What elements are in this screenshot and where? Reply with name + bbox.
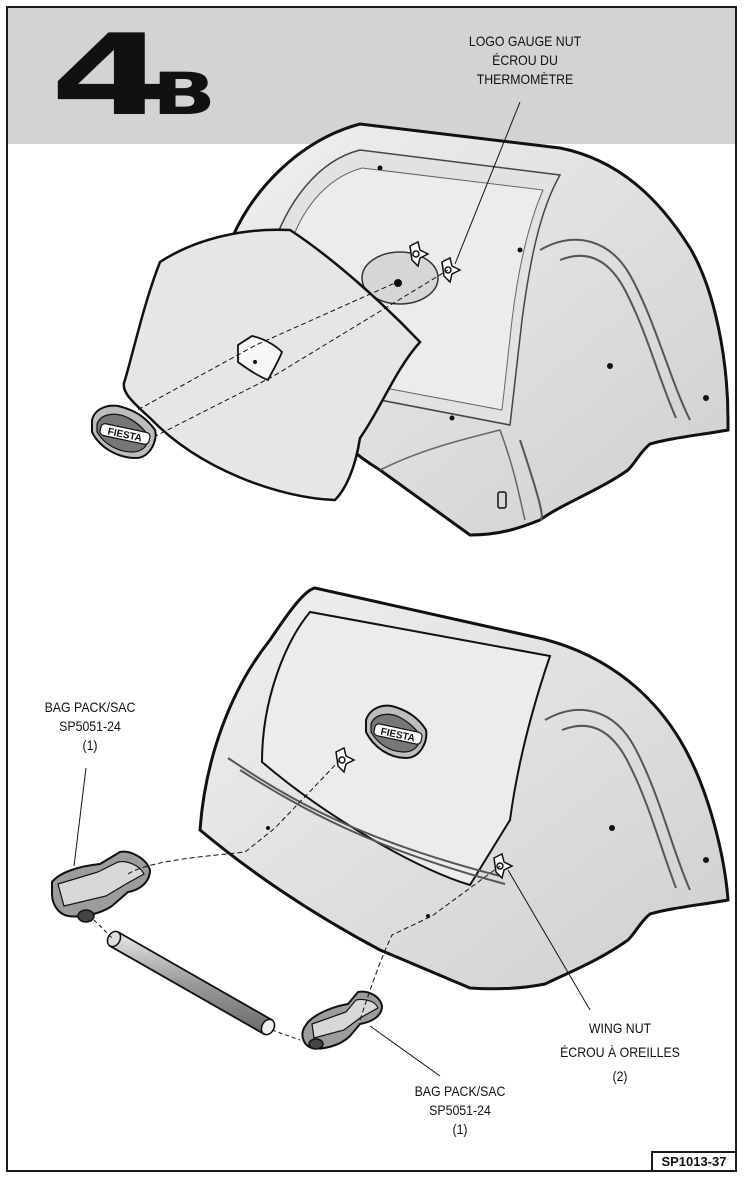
top-lid-rivet bbox=[607, 363, 613, 369]
leader-logo-gauge-nut bbox=[454, 101, 521, 265]
step-number: 4 bbox=[50, 11, 171, 141]
logo-gauge-nut-1 bbox=[409, 240, 430, 268]
top-lid-latch bbox=[497, 491, 507, 509]
label-line: THERMOMÈTRE bbox=[476, 71, 574, 87]
top-lid-rivet bbox=[449, 415, 455, 421]
label-line: SP5051-24 bbox=[429, 1102, 491, 1118]
leader-wing-nut bbox=[507, 869, 591, 1011]
logo-badge-bottom: FIESTA bbox=[365, 704, 428, 760]
label-line: (1) bbox=[452, 1121, 468, 1137]
top-lid-side-swoosh bbox=[519, 238, 691, 521]
logo-badge-top: FIESTA bbox=[91, 404, 157, 460]
label-line: ÉCROU DU bbox=[492, 52, 558, 68]
step-letter: B bbox=[152, 60, 217, 128]
label-line: (1) bbox=[82, 737, 98, 753]
page-frame bbox=[6, 6, 737, 1172]
top-lid-rivet bbox=[517, 247, 523, 253]
part-code: SP1013-37 bbox=[651, 1151, 737, 1172]
label-wing-nut: WING NUT ÉCROU À OREILLES (2) bbox=[550, 1016, 691, 1088]
wing-nut-bottom-1 bbox=[335, 746, 356, 774]
header-band bbox=[8, 8, 735, 144]
label-line: LOGO GAUGE NUT bbox=[468, 33, 582, 49]
bottom-lid-rivet bbox=[609, 825, 615, 831]
mount-hole bbox=[266, 826, 270, 830]
label-line: BAG PACK/SAC bbox=[44, 699, 136, 715]
top-lid-lower-curve bbox=[379, 429, 526, 521]
assembly-line-top-2 bbox=[131, 269, 449, 449]
leader-bag-pack-left bbox=[73, 767, 87, 867]
bottom-lid-assembly bbox=[198, 586, 730, 991]
label-line: WING NUT bbox=[588, 1020, 652, 1036]
assembly-line-bottom-3 bbox=[93, 919, 301, 1041]
gauge-hole bbox=[394, 279, 402, 287]
top-lid-rivet bbox=[377, 165, 383, 171]
label-bag-pack-left: BAG PACK/SAC SP5051-24 (1) bbox=[28, 698, 151, 755]
assembly-line-top-1 bbox=[109, 282, 396, 426]
handle-bracket-right bbox=[301, 990, 384, 1050]
top-lid-rivet bbox=[703, 395, 709, 401]
label-line: (2) bbox=[612, 1068, 628, 1084]
bottom-lid-rivet bbox=[703, 857, 709, 863]
label-line: BAG PACK/SAC bbox=[414, 1083, 506, 1099]
handle-rod bbox=[106, 930, 276, 1036]
label-logo-gauge-nut: LOGO GAUGE NUT ÉCROU DU THERMOMÈTRE bbox=[450, 32, 600, 89]
assembly-line-bottom-1 bbox=[127, 759, 341, 875]
bottom-lid-swoosh bbox=[227, 708, 691, 891]
leader-bag-pack-bottom bbox=[369, 1025, 441, 1077]
label-bag-pack-bottom: BAG PACK/SAC SP5051-24 (1) bbox=[398, 1082, 521, 1139]
logo-gauge-nut-2 bbox=[441, 256, 462, 284]
handle-bracket-left bbox=[51, 850, 152, 923]
label-line: SP5051-24 bbox=[59, 718, 121, 734]
label-line: ÉCROU À OREILLES bbox=[560, 1044, 680, 1060]
heat-shield-panel bbox=[122, 228, 422, 502]
assembly-line-bottom-2 bbox=[359, 865, 501, 1021]
